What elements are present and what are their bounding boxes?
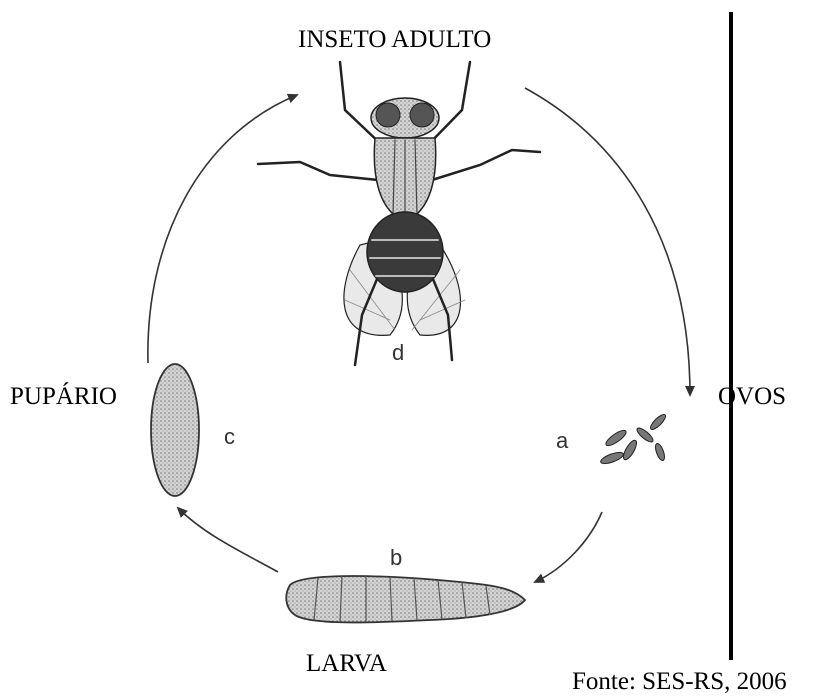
fly-illustration <box>258 62 540 365</box>
arrow-adult-to-eggs <box>525 88 690 395</box>
source-caption: Fonte: SES-RS, 2006 <box>572 668 787 696</box>
puparium-illustration <box>151 364 199 496</box>
larva-illustration <box>286 576 525 622</box>
larva-stage-label: LARVA <box>306 650 387 678</box>
eggs-illustration <box>599 412 667 465</box>
puparium-stage-letter: c <box>224 424 235 450</box>
arrow-puparium-to-adult <box>148 95 297 363</box>
larva-stage-letter: b <box>390 545 402 571</box>
eggs-stage-label: OVOS <box>718 383 786 411</box>
arrow-eggs-to-larva <box>535 512 602 582</box>
arrow-larva-to-puparium <box>178 508 278 572</box>
puparium-stage-label: PUPÁRIO <box>10 383 117 411</box>
eggs-stage-letter: a <box>556 428 568 454</box>
adult-stage-letter: d <box>392 340 404 366</box>
adult-stage-label: INSETO ADULTO <box>298 26 491 54</box>
